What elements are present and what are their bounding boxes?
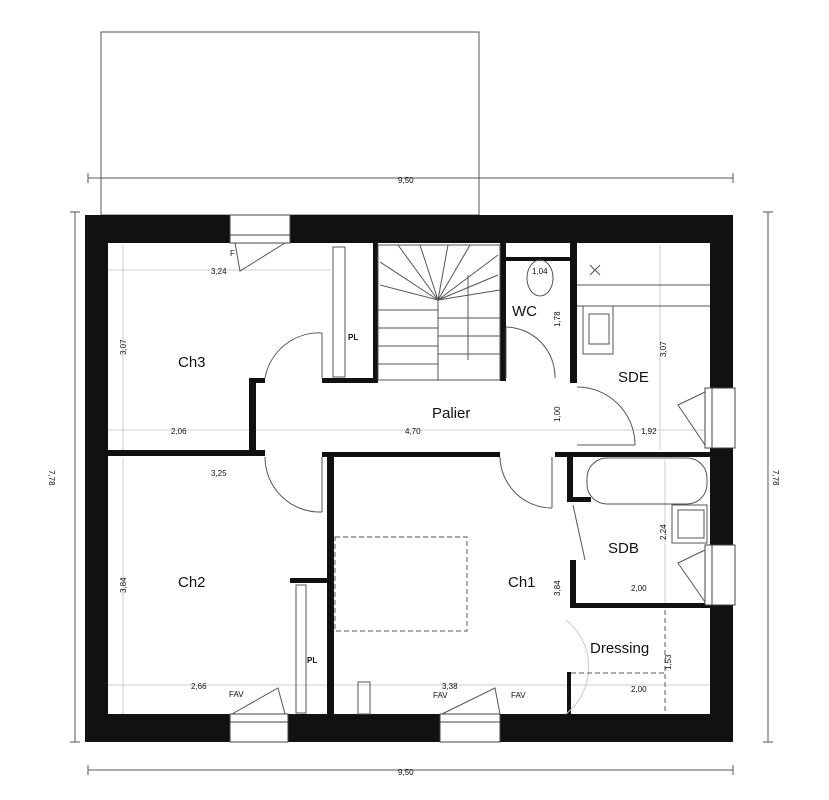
terrace-outline xyxy=(100,31,480,216)
window-mark: FAV xyxy=(433,691,448,700)
dimension-label: 3,07 xyxy=(659,341,668,357)
dimension-label: 2,00 xyxy=(631,685,647,694)
dimension-label: 7,78 xyxy=(771,470,780,486)
dimension-label: 9,50 xyxy=(398,176,414,185)
dimension-label: 3,24 xyxy=(211,267,227,276)
dimension-label: 2,00 xyxy=(631,584,647,593)
windows xyxy=(229,214,736,743)
light-icon xyxy=(589,264,601,276)
room-label-ch2: Ch2 xyxy=(178,574,206,591)
closet-label: PL xyxy=(307,656,317,665)
dimension-label: 3,38 xyxy=(442,682,458,691)
dressing-outline xyxy=(571,610,666,714)
window-mark: FAV xyxy=(229,690,244,699)
sink-icon xyxy=(671,504,708,544)
dimension-label: 3,84 xyxy=(553,580,562,596)
dimension-lines xyxy=(70,173,773,775)
room-label-sdb: SDB xyxy=(608,540,639,557)
dimension-label: 3,07 xyxy=(119,339,128,355)
toilet-icon xyxy=(526,259,554,297)
dimension-label: 1,04 xyxy=(532,267,548,276)
closet-label: PL xyxy=(348,333,358,342)
window-mark: F xyxy=(230,249,235,258)
dimension-label: 1,78 xyxy=(553,311,562,327)
room-label-ch1: Ch1 xyxy=(508,574,536,591)
room-label-wc: WC xyxy=(512,303,537,320)
dimension-label: 2,24 xyxy=(659,524,668,540)
fixtures xyxy=(295,246,710,715)
doors xyxy=(264,326,636,715)
dimension-label: 2,06 xyxy=(171,427,187,436)
dimension-label: 3,84 xyxy=(119,577,128,593)
dimension-label: 9,50 xyxy=(398,768,414,777)
bed-outline xyxy=(334,536,468,632)
window-mark: FAV xyxy=(511,691,526,700)
dimension-label: 7,78 xyxy=(47,470,56,486)
dimension-guides xyxy=(108,245,710,714)
exterior-walls xyxy=(85,215,733,742)
room-label-palier: Palier xyxy=(432,405,470,422)
dimension-label: 1,00 xyxy=(553,406,562,422)
interior-walls xyxy=(108,243,710,714)
dimension-label: 2,66 xyxy=(191,682,207,691)
room-label-sde: SDE xyxy=(618,369,649,386)
dimension-label: 4,70 xyxy=(405,427,421,436)
dimension-label: 3,25 xyxy=(211,469,227,478)
dimension-label: 1,53 xyxy=(664,654,673,670)
room-label-ch3: Ch3 xyxy=(178,354,206,371)
bathtub-icon xyxy=(586,457,708,505)
dimension-label: 1,92 xyxy=(641,427,657,436)
room-label-dressing: Dressing xyxy=(590,640,649,657)
staircase xyxy=(377,244,501,381)
